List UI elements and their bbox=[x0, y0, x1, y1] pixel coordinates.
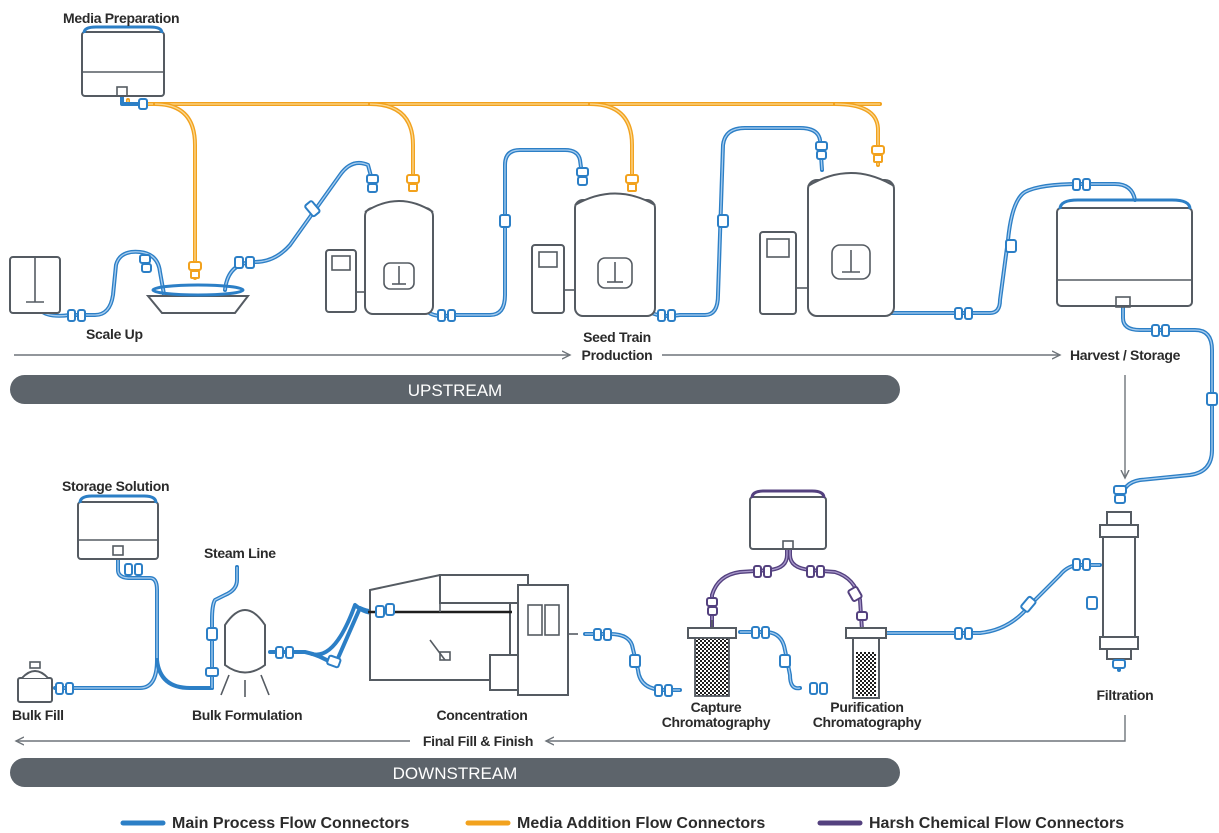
downstream-band-label: DOWNSTREAM bbox=[393, 764, 518, 783]
rocker-bag bbox=[145, 283, 251, 314]
upstream-band bbox=[10, 375, 900, 404]
downstream-band bbox=[10, 758, 900, 787]
label-scale-up: Scale Up bbox=[86, 326, 143, 342]
label-purification-line2: Chromatography bbox=[813, 714, 922, 730]
harsh-chemical-connectors bbox=[706, 565, 868, 621]
bioreactor-1 bbox=[325, 200, 434, 315]
media-connectors bbox=[188, 145, 885, 279]
label-capture-line2: Chromatography bbox=[662, 714, 771, 730]
capture-chromatography-column bbox=[687, 620, 737, 697]
legend-label-media-addition: Media Addition Flow Connectors bbox=[517, 815, 765, 832]
label-filtration: Filtration bbox=[1097, 687, 1154, 703]
legend-label-main-process: Main Process Flow Connectors bbox=[172, 815, 409, 832]
filtration-column bbox=[1099, 511, 1139, 660]
chemical-tank bbox=[749, 489, 827, 550]
legend: Main Process Flow Connectors Media Addit… bbox=[120, 815, 1124, 832]
label-concentration: Concentration bbox=[437, 707, 528, 723]
legend-label-harsh-chemical: Harsh Chemical Flow Connectors bbox=[869, 815, 1124, 832]
bioreactor-2 bbox=[531, 192, 656, 317]
purification-chromatography-column bbox=[845, 627, 887, 699]
storage-solution-tank bbox=[77, 494, 159, 560]
harvest-storage-tank bbox=[1056, 198, 1193, 308]
label-purification-line1: Purification bbox=[830, 699, 903, 715]
label-harvest-storage: Harvest / Storage bbox=[1070, 347, 1181, 363]
label-bulk-fill: Bulk Fill bbox=[12, 707, 64, 723]
label-seed-train: Seed Train bbox=[583, 329, 651, 345]
harsh-chemical-lines bbox=[710, 543, 864, 632]
media-preparation-tank bbox=[81, 25, 165, 97]
bioreactor-3 bbox=[759, 172, 895, 317]
concentration-skid bbox=[368, 573, 578, 696]
label-bulk-formulation: Bulk Formulation bbox=[192, 707, 302, 723]
label-capture-line1: Capture bbox=[691, 699, 742, 715]
scale-up-bottle bbox=[9, 256, 61, 314]
flow-arrows bbox=[14, 355, 1125, 741]
upstream-band-label: UPSTREAM bbox=[408, 381, 502, 400]
label-final-fill-finish: Final Fill & Finish bbox=[423, 733, 533, 749]
label-production: Production bbox=[582, 347, 653, 363]
bulk-fill-bottle bbox=[17, 661, 53, 703]
label-storage-solution: Storage Solution bbox=[62, 478, 169, 494]
label-media-preparation: Media Preparation bbox=[63, 10, 179, 26]
label-steam-line: Steam Line bbox=[204, 545, 276, 561]
main-process-connectors bbox=[55, 98, 1218, 697]
bulk-formulation-vessel bbox=[220, 609, 270, 697]
